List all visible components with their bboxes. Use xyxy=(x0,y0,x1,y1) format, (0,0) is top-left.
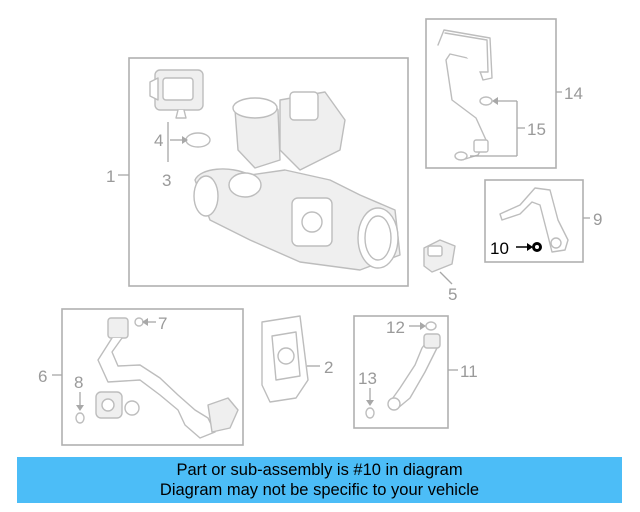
parts-diagram: 1 4 3 15 14 xyxy=(38,18,602,446)
callout-11: 11 xyxy=(460,362,478,381)
part-info-banner: Part or sub-assembly is #10 in diagram D… xyxy=(17,457,622,503)
callout-13: 13 xyxy=(358,369,377,388)
washer-8 xyxy=(75,412,85,424)
callout-12: 12 xyxy=(386,318,405,337)
coolant-line-box xyxy=(484,179,584,263)
callout-9: 9 xyxy=(593,210,602,229)
callout-15: 15 xyxy=(527,120,546,139)
washer-12 xyxy=(425,321,437,331)
banner-line-part: Part or sub-assembly is #10 in diagram xyxy=(176,461,463,479)
bracket-5 xyxy=(423,239,456,273)
oil-return-line-box xyxy=(61,308,244,446)
oil-return-pipe-6 xyxy=(95,317,239,439)
washer-15-lower xyxy=(454,151,468,161)
coolant-return-line-box xyxy=(353,315,449,429)
callout-14: 14 xyxy=(564,84,583,103)
callout-10[interactable]: 10 xyxy=(490,239,509,258)
callout-2: 2 xyxy=(324,358,333,377)
callout-8: 8 xyxy=(74,373,83,392)
callout-5: 5 xyxy=(448,285,457,304)
wastegate-actuator xyxy=(149,69,204,119)
washer-13 xyxy=(365,407,375,419)
coolant-pipe-9 xyxy=(499,187,569,253)
callout-1: 1 xyxy=(106,167,115,186)
oil-feed-pipe xyxy=(437,29,493,161)
gasket-2 xyxy=(261,315,309,403)
turbo-assembly-box xyxy=(128,57,409,287)
o-ring-4 xyxy=(185,132,211,148)
callout-3: 3 xyxy=(162,171,171,190)
coolant-return-pipe-11 xyxy=(387,333,441,411)
callout-7: 7 xyxy=(158,314,167,333)
callout-4: 4 xyxy=(154,131,163,150)
washer-7 xyxy=(134,317,144,327)
oil-feed-line-box xyxy=(425,18,557,169)
callout-6: 6 xyxy=(38,367,47,386)
turbocharger xyxy=(193,91,401,271)
washer-15-upper xyxy=(479,96,493,106)
banner-line-disclaimer: Diagram may not be specific to your vehi… xyxy=(159,481,480,499)
